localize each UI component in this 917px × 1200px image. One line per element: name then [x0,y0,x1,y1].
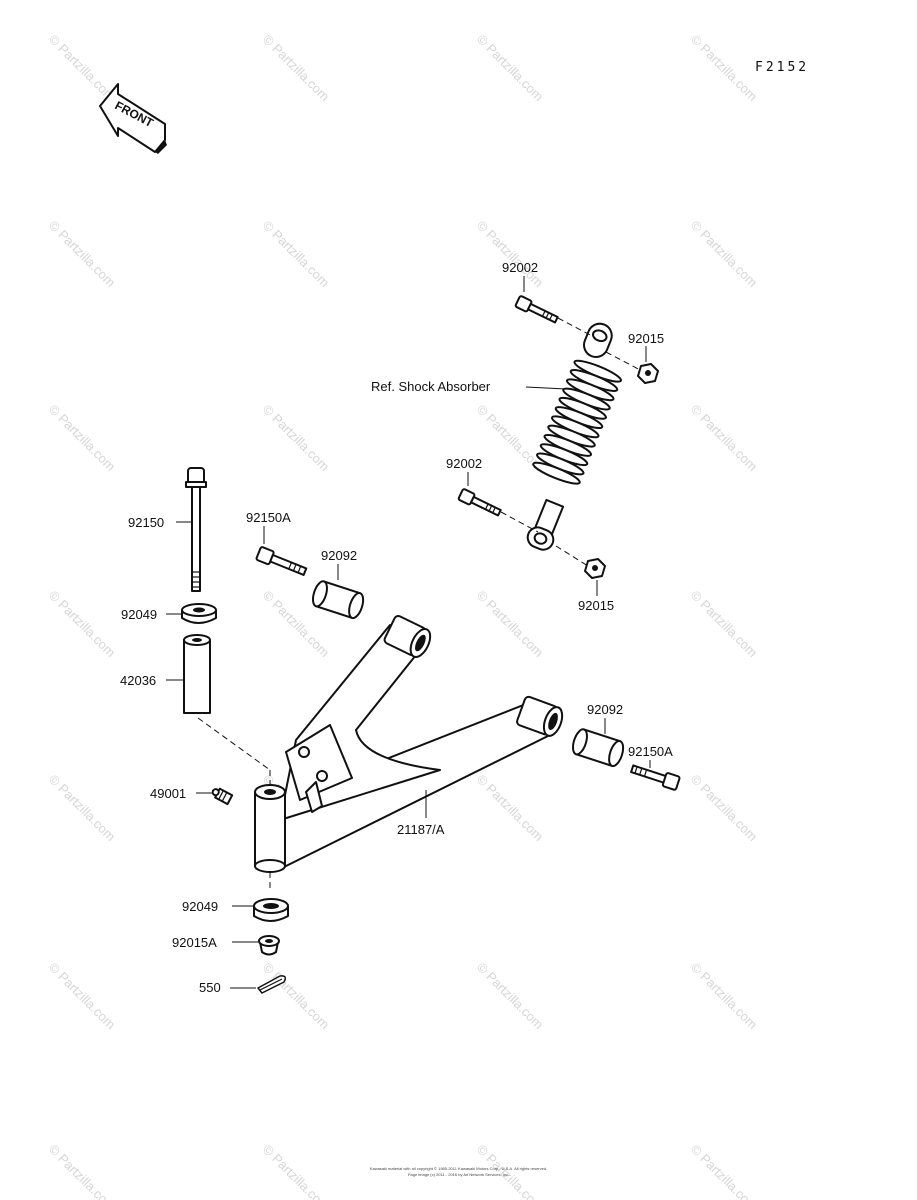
callout-seal-upper: 92049 [121,607,157,622]
grease-nipple-icon [211,787,234,806]
callout-ref-shock-absorber: Ref. Shock Absorber [371,379,491,394]
copyright-line-1: Kawasaki material with all copyright © 1… [369,1166,548,1171]
cotter-pin-icon [257,975,287,994]
suspension-arm-drawing [254,614,564,873]
watermark: © Partzilla.com [474,32,547,105]
callout-king-pin-bolt: 92150 [128,515,164,530]
castle-nut-icon [258,935,280,956]
callout-cotter-pin: 550 [199,980,221,995]
figure-code: F2152 [755,60,809,75]
watermark: © Partzilla.com [688,772,761,845]
collar-arm-upper-icon [312,580,365,620]
watermark: © Partzilla.com [46,218,119,291]
watermark: © Partzilla.com [260,32,333,105]
watermark: © Partzilla.com [474,218,547,291]
callout-seal-lower: 92049 [182,899,218,914]
watermark: © Partzilla.com [260,402,333,475]
watermark: © Partzilla.com [46,772,119,845]
spring-coil [532,461,581,485]
shock-absorber-drawing [526,322,622,551]
callout-castle-nut: 92015A [172,935,217,950]
callout-collar-arm-lower: 92092 [587,702,623,717]
watermark: © Partzilla.com [260,218,333,291]
king-pin-bolt-icon [185,467,207,592]
callout-nut-upper-shock: 92015 [628,331,664,346]
nut-lower-shock-icon [584,558,606,579]
watermark: © Partzilla.com [688,960,761,1033]
watermark: © Partzilla.com [688,402,761,475]
callout-sleeve: 42036 [120,673,156,688]
copyright-line-2: Page image (c) 2011 - 2016 by Ari Networ… [407,1172,510,1177]
bolt-arm-lower-icon [630,764,681,791]
watermark: © Partzilla.com [46,402,119,475]
watermark: © Partzilla.com [260,960,333,1033]
watermark: © Partzilla.com [474,772,547,845]
bolt-lower-shock-icon [457,488,502,517]
callout-nut-lower-shock: 92015 [578,598,614,613]
seal-upper-icon [181,603,217,624]
callout-collar-arm-upper: 92092 [321,548,357,563]
callout-bolt-lower-shock: 92002 [446,456,482,471]
bolt-arm-rear-upper-icon [255,546,308,576]
callout-bolt-arm-rear-upper: 92150A [246,510,291,525]
watermark: © Partzilla.com [46,32,119,105]
callout-suspension-arm: 21187/A [397,822,445,837]
bolt-upper-shock-icon [514,295,559,324]
watermark: © Partzilla.com [474,588,547,661]
front-arrow-icon: FRONT [99,83,167,154]
callout-bolt-upper-shock: 92002 [502,260,538,275]
callout-grease-nipple: 49001 [150,786,186,801]
watermark: © Partzilla.com [46,588,119,661]
nut-upper-shock-icon [637,363,659,384]
copyright-footer: Kawasaki material with all copyright © 1… [0,1166,917,1178]
watermark: © Partzilla.com [688,588,761,661]
watermark: © Partzilla.com [474,960,547,1033]
watermark: © Partzilla.com [688,218,761,291]
watermark: © Partzilla.com [688,32,761,105]
collar-arm-lower-icon [572,728,625,768]
watermark: © Partzilla.com [46,960,119,1033]
seal-lower-icon [253,898,289,922]
callout-bolt-arm-lower: 92150A [628,744,673,759]
sleeve-icon [183,634,211,714]
